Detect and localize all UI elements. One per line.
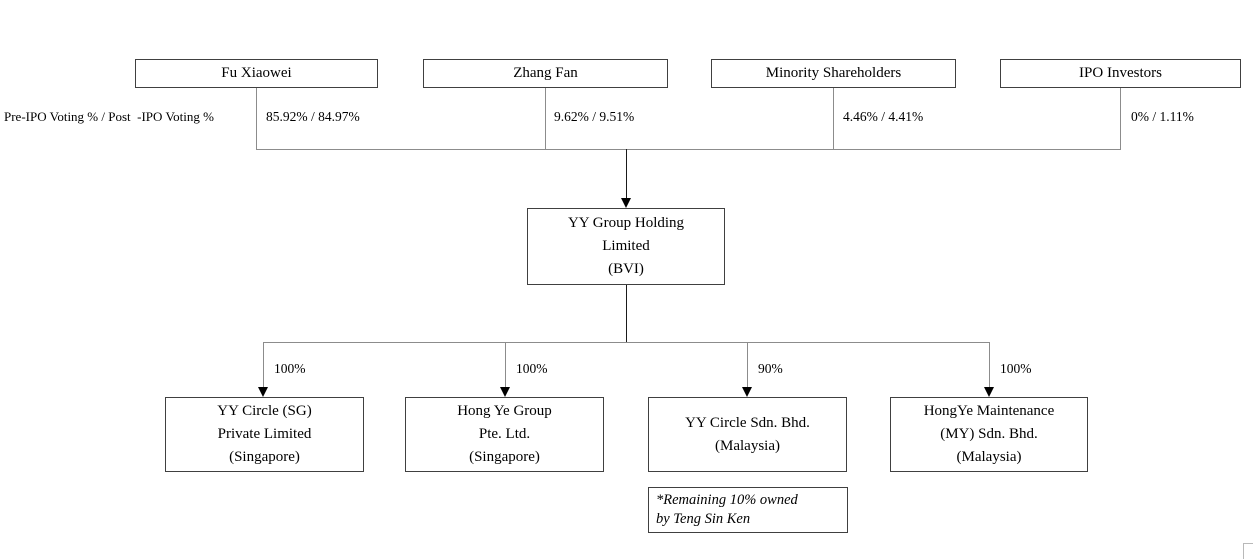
- subsidiary-name-line: (MY) Sdn. Bhd.: [940, 426, 1038, 442]
- subsidiary-jurisdiction: (Malaysia): [715, 437, 780, 454]
- connector-drop-ipo: [1120, 88, 1121, 149]
- connector-drop-zhang-fan: [545, 88, 546, 149]
- shareholder-box-minority-shareholders: Minority Shareholders: [711, 59, 956, 88]
- connector-drop-hongye-maintenance: [989, 342, 990, 388]
- connector-drop-yy-circle-my: [747, 342, 748, 388]
- ownership-pct-yy-circle-my: 90%: [758, 361, 783, 376]
- voting-pct-fu-xiaowei: 85.92% / 84.97%: [266, 109, 360, 124]
- shareholder-box-zhang-fan: Zhang Fan: [423, 59, 668, 88]
- shareholder-name: Fu Xiaowei: [221, 65, 292, 81]
- arrow-down-icon: [500, 387, 510, 397]
- arrow-down-icon: [258, 387, 268, 397]
- connector-drop-minority: [833, 88, 834, 149]
- subsidiary-box-yy-circle-my: YY Circle Sdn. Bhd. (Malaysia): [648, 397, 847, 472]
- subsidiary-jurisdiction: (Singapore): [229, 449, 300, 465]
- voting-row-label: Pre-IPO Voting % / Post -IPO Voting %: [4, 109, 214, 124]
- footnote-line: *Remaining 10% owned: [656, 492, 798, 508]
- connector-bottom-horizontal: [263, 342, 990, 343]
- footnote-line: by Teng Sin Ken: [656, 511, 751, 527]
- connector-drop-yy-circle-sg: [263, 342, 264, 388]
- subsidiary-box-hong-ye-group: Hong Ye Group Pte. Ltd. (Singapore): [405, 397, 604, 472]
- cropped-box-artifact: [1243, 543, 1253, 559]
- holding-name-line: YY Group Holding: [567, 215, 685, 231]
- subsidiary-name-line: YY Circle Sdn. Bhd.: [685, 414, 810, 431]
- ownership-pct-hongye-maintenance: 100%: [1000, 361, 1032, 376]
- ownership-pct-hong-ye-group: 100%: [516, 361, 548, 376]
- subsidiary-name-line: Hong Ye Group: [457, 403, 552, 419]
- voting-pct-minority: 4.46% / 4.41%: [843, 109, 924, 124]
- shareholder-box-fu-xiaowei: Fu Xiaowei: [135, 59, 378, 88]
- shareholder-name: Minority Shareholders: [765, 65, 902, 81]
- holding-name-line: Limited: [602, 238, 650, 254]
- arrow-down-icon: [621, 198, 631, 208]
- voting-pct-zhang-fan: 9.62% / 9.51%: [554, 109, 635, 124]
- shareholder-box-ipo-investors: IPO Investors: [1000, 59, 1241, 88]
- arrow-down-icon: [984, 387, 994, 397]
- subsidiary-jurisdiction: (Malaysia): [956, 449, 1022, 465]
- subsidiary-box-yy-circle-sg: YY Circle (SG) Private Limited (Singapor…: [165, 397, 364, 472]
- subsidiary-name-line: Private Limited: [217, 426, 312, 442]
- connector-top-horizontal: [256, 149, 1121, 150]
- holding-jurisdiction: (BVI): [608, 261, 644, 277]
- shareholder-name: Zhang Fan: [513, 65, 578, 81]
- subsidiary-box-hongye-maintenance: HongYe Maintenance (MY) Sdn. Bhd. (Malay…: [890, 397, 1088, 472]
- connector-drop-fu-xiaowei: [256, 88, 257, 149]
- subsidiary-name-line: Pte. Ltd.: [478, 426, 531, 442]
- voting-pct-ipo: 0% / 1.11%: [1131, 109, 1194, 124]
- connector-drop-hong-ye-group: [505, 342, 506, 388]
- connector-stem-from-holding: [626, 285, 627, 342]
- ownership-pct-yy-circle-sg: 100%: [274, 361, 306, 376]
- arrow-down-icon: [742, 387, 752, 397]
- shareholder-name: IPO Investors: [1079, 65, 1162, 81]
- footnote-box: *Remaining 10% owned by Teng Sin Ken: [648, 487, 848, 533]
- subsidiary-name-line: YY Circle (SG): [217, 403, 312, 419]
- subsidiary-jurisdiction: (Singapore): [469, 449, 540, 465]
- holding-company-box: YY Group Holding Limited (BVI): [527, 208, 725, 285]
- connector-stem-to-holding: [626, 149, 627, 199]
- subsidiary-name-line: HongYe Maintenance: [923, 403, 1055, 419]
